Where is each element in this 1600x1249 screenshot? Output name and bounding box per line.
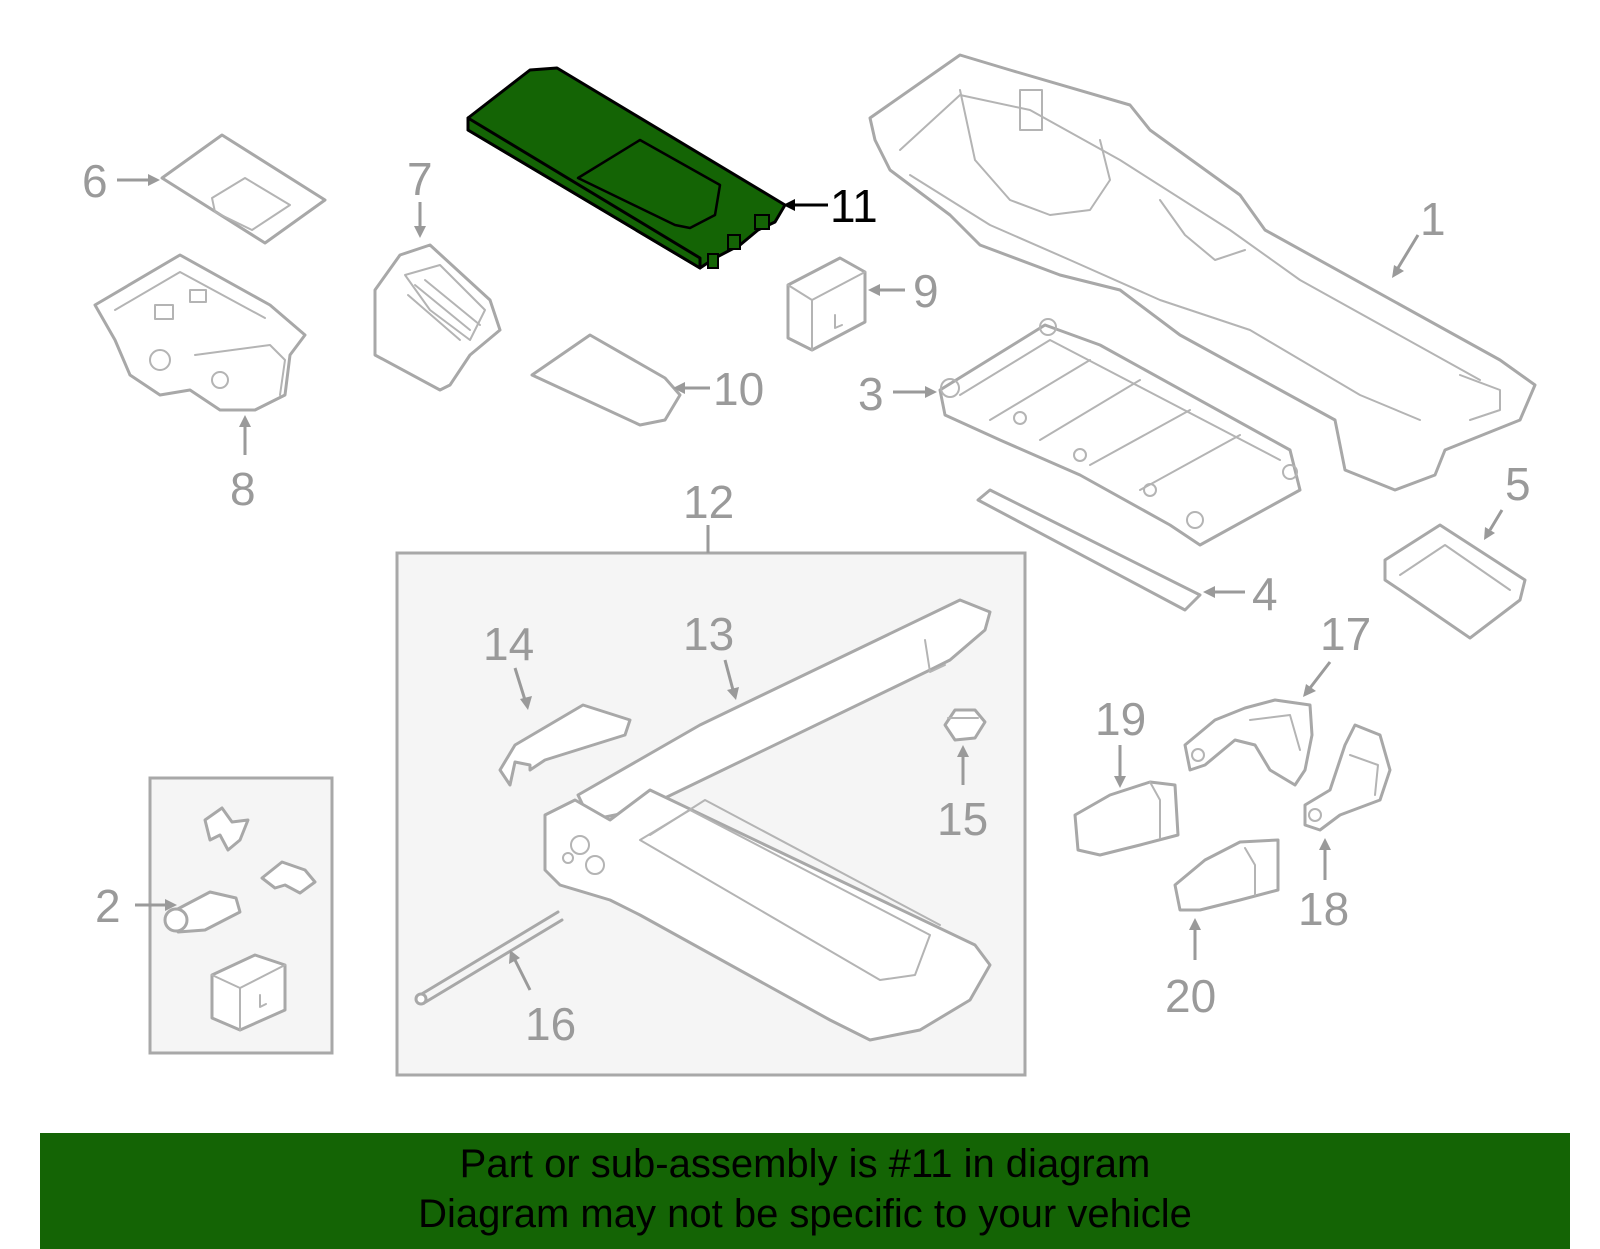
label-5: 5 <box>1505 458 1531 510</box>
label-11: 11 <box>830 180 878 232</box>
label-7: 7 <box>407 153 433 205</box>
label-2: 2 <box>95 880 121 932</box>
part-8-housing[interactable] <box>93 253 307 412</box>
info-banner: Part or sub-assembly is #11 in diagram D… <box>40 1133 1570 1249</box>
banner-line-1: Part or sub-assembly is #11 in diagram <box>459 1142 1151 1186</box>
part-1-center-console[interactable] <box>868 53 1537 492</box>
label-18: 18 <box>1298 883 1349 935</box>
label-4: 4 <box>1252 568 1278 620</box>
part-3-bracket[interactable] <box>938 318 1302 547</box>
part-6-pad[interactable] <box>160 133 327 245</box>
banner-line-2: Diagram may not be specific to your vehi… <box>418 1192 1192 1236</box>
part-4-strip[interactable] <box>976 488 1202 612</box>
label-6: 6 <box>82 155 108 207</box>
part-7-vent[interactable] <box>373 243 502 392</box>
part-5-cover[interactable] <box>1383 523 1527 640</box>
label-19: 19 <box>1095 693 1146 745</box>
part-10-pad[interactable] <box>530 333 682 427</box>
part-17-bracket[interactable] <box>1183 698 1314 787</box>
part-11-lid[interactable] <box>466 66 787 270</box>
part-9-box[interactable] <box>786 256 867 352</box>
label-15: 15 <box>937 793 988 845</box>
label-17: 17 <box>1320 608 1371 660</box>
label-8: 8 <box>230 463 256 515</box>
callout-labels: 1 2 3 4 5 6 7 8 9 10 11 12 13 14 15 16 1… <box>82 153 1531 1050</box>
label-14: 14 <box>483 618 534 670</box>
label-3: 3 <box>858 368 884 420</box>
part-20-pad[interactable] <box>1173 838 1280 912</box>
label-20: 20 <box>1165 970 1216 1022</box>
part-2-clip-kit[interactable] <box>163 806 317 1032</box>
part-18-bracket[interactable] <box>1303 723 1392 832</box>
part-13-armrest[interactable] <box>543 598 992 1042</box>
label-10: 10 <box>713 363 764 415</box>
part-19-pad[interactable] <box>1073 780 1180 857</box>
label-16: 16 <box>525 998 576 1050</box>
leader-lines <box>117 174 1504 991</box>
part-16-rod[interactable] <box>414 910 564 1006</box>
label-1: 1 <box>1420 193 1446 245</box>
label-9: 9 <box>913 265 939 317</box>
part-14-latch[interactable] <box>498 703 632 787</box>
label-13: 13 <box>683 608 734 660</box>
label-12: 12 <box>683 476 734 528</box>
part-15-grommet[interactable] <box>943 708 987 742</box>
parts-diagram: 1 2 3 4 5 6 7 8 9 10 11 12 13 14 15 16 1… <box>82 53 1537 1077</box>
